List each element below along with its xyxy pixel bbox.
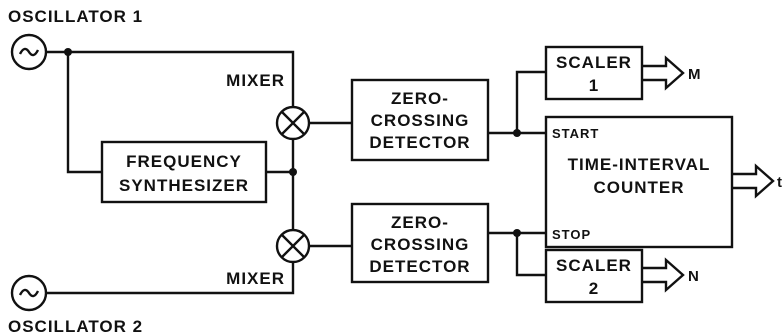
junction-dot xyxy=(289,168,297,176)
oscillator-2-label: OSCILLATOR 2 xyxy=(8,317,143,336)
time-interval-counter-block: START TIME-INTERVAL COUNTER STOP xyxy=(544,115,734,249)
scaler-2-line1: SCALER xyxy=(556,256,632,275)
output-arrow-icon xyxy=(642,257,685,293)
wire-detector1-scaler1 xyxy=(515,70,546,133)
junction-dot xyxy=(64,48,72,56)
scaler-1-line2: 1 xyxy=(589,76,599,95)
mixer-1-icon xyxy=(275,105,311,141)
wire-detector2-scaler2 xyxy=(515,233,546,277)
cross-icon xyxy=(281,234,305,258)
detector-2-line1: ZERO- xyxy=(391,213,449,232)
output-arrow-icon xyxy=(642,55,685,91)
counter-line1: TIME-INTERVAL xyxy=(568,155,711,174)
sine-wave-icon xyxy=(18,47,40,57)
zero-crossing-detector-2-block: ZERO- CROSSING DETECTOR xyxy=(350,202,490,284)
counter-output-label: t xyxy=(777,174,783,191)
output-arrow-icon xyxy=(732,163,775,199)
cross-icon xyxy=(281,111,305,135)
mixer-2-icon xyxy=(275,228,311,264)
wire-osc2-mixer2 xyxy=(46,262,295,295)
frequency-synthesizer-line2: SYNTHESIZER xyxy=(119,176,249,195)
detector-1-line1: ZERO- xyxy=(391,89,449,108)
scaler-2-line2: 2 xyxy=(589,279,599,298)
detector-2-line2: CROSSING xyxy=(371,235,470,254)
detector-1-line3: DETECTOR xyxy=(369,133,470,152)
frequency-synthesizer-block: FREQUENCY SYNTHESIZER xyxy=(100,140,268,204)
junction-dot xyxy=(513,229,521,237)
scaler-2-block: SCALER 2 xyxy=(544,248,644,304)
scaler-1-output-label: M xyxy=(688,66,702,83)
oscillator-1-icon xyxy=(10,33,48,71)
detector-1-line2: CROSSING xyxy=(371,111,470,130)
junction-dot xyxy=(513,129,521,137)
wire-osc1-synth xyxy=(66,52,102,174)
oscillator-2-icon xyxy=(10,274,48,312)
sine-wave-icon xyxy=(18,288,40,298)
oscillator-1-label: OSCILLATOR 1 xyxy=(8,7,143,26)
mixer-2-label: MIXER xyxy=(226,269,285,288)
counter-line2: COUNTER xyxy=(593,178,684,197)
scaler-2-output-label: N xyxy=(688,268,700,285)
scaler-1-block: SCALER 1 xyxy=(544,45,644,101)
frequency-synthesizer-line1: FREQUENCY xyxy=(126,152,242,171)
scaler-1-line1: SCALER xyxy=(556,53,632,72)
mixer-1-label: MIXER xyxy=(226,71,285,90)
detector-2-line3: DETECTOR xyxy=(369,257,470,276)
counter-stop-label: STOP xyxy=(552,227,591,242)
zero-crossing-detector-1-block: ZERO- CROSSING DETECTOR xyxy=(350,78,490,162)
wire-osc1-mixer1 xyxy=(46,50,295,107)
wiring xyxy=(46,50,546,295)
counter-start-label: START xyxy=(552,126,599,141)
